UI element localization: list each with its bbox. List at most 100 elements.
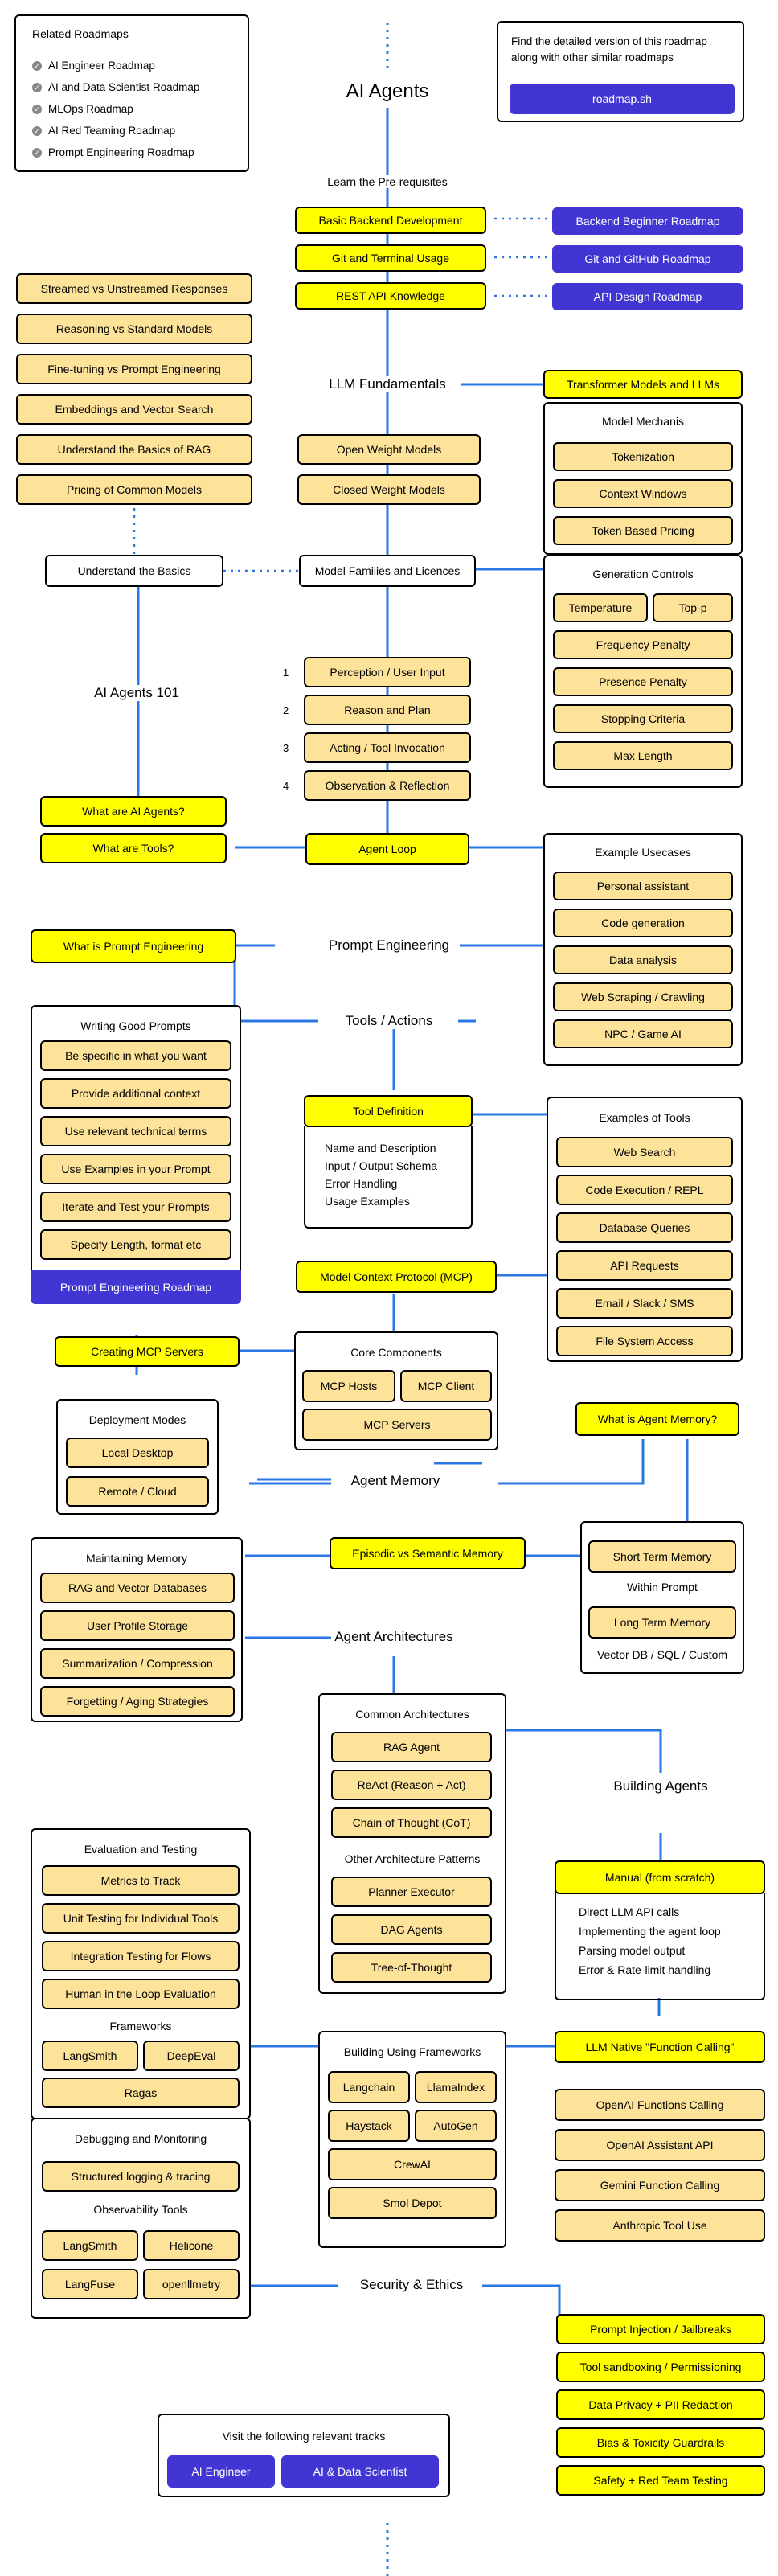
- topic-tokenization[interactable]: Tokenization: [553, 442, 733, 471]
- topic-database-queries[interactable]: Database Queries: [556, 1212, 733, 1243]
- topic-short-term-memory[interactable]: Short Term Memory: [588, 1540, 736, 1573]
- topic-agent-loop[interactable]: Agent Loop: [305, 833, 469, 865]
- topic-web-search[interactable]: Web Search: [556, 1137, 733, 1167]
- topic-function-calling[interactable]: LLM Native "Function Calling": [555, 2031, 765, 2063]
- topic-web-scraping[interactable]: Web Scraping / Crawling: [553, 982, 733, 1011]
- topic-what-ai-agents[interactable]: What are AI Agents?: [40, 796, 227, 827]
- topic-token-pricing[interactable]: Token Based Pricing: [553, 516, 733, 545]
- topic-openai-functions[interactable]: OpenAI Functions Calling: [555, 2089, 765, 2121]
- link-git-roadmap[interactable]: Git and GitHub Roadmap: [552, 245, 743, 273]
- topic-rest[interactable]: REST API Knowledge: [295, 282, 486, 310]
- topic-perception[interactable]: Perception / User Input: [304, 657, 471, 687]
- topic-specify-length[interactable]: Specify Length, format etc: [40, 1229, 231, 1260]
- topic-data-privacy[interactable]: Data Privacy + PII Redaction: [556, 2389, 765, 2420]
- topic-langsmith-obs[interactable]: LangSmith: [42, 2230, 138, 2261]
- related-roadmap-link[interactable]: ✓AI Red Teaming Roadmap: [32, 120, 199, 142]
- topic-mcp-servers[interactable]: MCP Servers: [302, 1409, 492, 1441]
- topic-metrics[interactable]: Metrics to Track: [42, 1865, 240, 1896]
- topic-gemini-function[interactable]: Gemini Function Calling: [555, 2169, 765, 2201]
- topic-forgetting[interactable]: Forgetting / Aging Strategies: [40, 1686, 235, 1717]
- topic-bias-toxicity[interactable]: Bias & Toxicity Guardrails: [556, 2427, 765, 2458]
- topic-model-families[interactable]: Model Families and Licences: [299, 555, 476, 587]
- topic-streamed[interactable]: Streamed vs Unstreamed Responses: [16, 273, 252, 304]
- topic-dag-agents[interactable]: DAG Agents: [331, 1914, 492, 1945]
- topic-react[interactable]: ReAct (Reason + Act): [331, 1770, 492, 1800]
- topic-use-examples[interactable]: Use Examples in your Prompt: [40, 1154, 231, 1184]
- topic-code-generation[interactable]: Code generation: [553, 909, 733, 937]
- topic-tree-of-thought[interactable]: Tree-of-Thought: [331, 1952, 492, 1983]
- related-roadmap-link[interactable]: ✓MLOps Roadmap: [32, 98, 199, 120]
- topic-what-tools[interactable]: What are Tools?: [40, 833, 227, 863]
- topic-transformer[interactable]: Transformer Models and LLMs: [543, 370, 743, 399]
- topic-what-agent-memory[interactable]: What is Agent Memory?: [575, 1402, 739, 1436]
- topic-structured-logging[interactable]: Structured logging & tracing: [42, 2161, 240, 2192]
- topic-reason-plan[interactable]: Reason and Plan: [304, 695, 471, 725]
- topic-rag-vector-db[interactable]: RAG and Vector Databases: [40, 1573, 235, 1603]
- topic-finetuning[interactable]: Fine-tuning vs Prompt Engineering: [16, 354, 252, 384]
- topic-prompt-injection[interactable]: Prompt Injection / Jailbreaks: [556, 2314, 765, 2344]
- topic-episodic-semantic[interactable]: Episodic vs Semantic Memory: [330, 1537, 526, 1569]
- topic-personal-assistant[interactable]: Personal assistant: [553, 872, 733, 900]
- topic-frequency-penalty[interactable]: Frequency Penalty: [553, 630, 733, 659]
- topic-email-slack-sms[interactable]: Email / Slack / SMS: [556, 1288, 733, 1319]
- related-roadmap-link[interactable]: ✓AI and Data Scientist Roadmap: [32, 76, 199, 98]
- topic-unit-testing[interactable]: Unit Testing for Individual Tools: [42, 1903, 240, 1934]
- topic-tool-definition[interactable]: Tool Definition: [304, 1095, 473, 1127]
- topic-data-analysis[interactable]: Data analysis: [553, 945, 733, 974]
- topic-openllmetry[interactable]: openllmetry: [143, 2269, 240, 2299]
- link-api-roadmap[interactable]: API Design Roadmap: [552, 283, 743, 310]
- prompt-engineering-roadmap-button[interactable]: Prompt Engineering Roadmap: [31, 1270, 241, 1304]
- topic-backend[interactable]: Basic Backend Development: [295, 207, 486, 234]
- topic-manual-scratch[interactable]: Manual (from scratch): [555, 1860, 765, 1894]
- topic-pricing[interactable]: Pricing of Common Models: [16, 474, 252, 505]
- topic-autogen[interactable]: AutoGen: [415, 2110, 497, 2142]
- topic-crewai[interactable]: CrewAI: [328, 2148, 497, 2180]
- topic-haystack[interactable]: Haystack: [328, 2110, 410, 2142]
- topic-temperature[interactable]: Temperature: [553, 593, 648, 622]
- topic-ragas[interactable]: Ragas: [42, 2078, 240, 2108]
- topic-rag-agent[interactable]: RAG Agent: [331, 1732, 492, 1762]
- topic-iterate-test[interactable]: Iterate and Test your Prompts: [40, 1192, 231, 1222]
- topic-langfuse[interactable]: LangFuse: [42, 2269, 138, 2299]
- topic-red-team[interactable]: Safety + Red Team Testing: [556, 2465, 765, 2496]
- topic-git[interactable]: Git and Terminal Usage: [295, 244, 486, 272]
- topic-embeddings[interactable]: Embeddings and Vector Search: [16, 394, 252, 425]
- related-roadmap-link[interactable]: ✓Prompt Engineering Roadmap: [32, 142, 199, 163]
- topic-top-p[interactable]: Top-p: [653, 593, 733, 622]
- ai-data-scientist-track-button[interactable]: AI & Data Scientist: [281, 2455, 439, 2488]
- topic-rag-basics[interactable]: Understand the Basics of RAG: [16, 434, 252, 465]
- topic-openai-assistant[interactable]: OpenAI Assistant API: [555, 2129, 765, 2161]
- topic-max-length[interactable]: Max Length: [553, 741, 733, 770]
- topic-api-requests[interactable]: API Requests: [556, 1250, 733, 1281]
- topic-be-specific[interactable]: Be specific in what you want: [40, 1040, 231, 1071]
- topic-reasoning[interactable]: Reasoning vs Standard Models: [16, 314, 252, 344]
- topic-mcp[interactable]: Model Context Protocol (MCP): [296, 1261, 497, 1293]
- topic-remote-cloud[interactable]: Remote / Cloud: [66, 1476, 209, 1507]
- topic-long-term-memory[interactable]: Long Term Memory: [588, 1606, 736, 1639]
- link-backend-roadmap[interactable]: Backend Beginner Roadmap: [552, 207, 743, 235]
- topic-stopping-criteria[interactable]: Stopping Criteria: [553, 704, 733, 733]
- topic-understand-basics[interactable]: Understand the Basics: [45, 555, 223, 587]
- topic-observation[interactable]: Observation & Reflection: [304, 770, 471, 801]
- topic-helicone[interactable]: Helicone: [143, 2230, 240, 2261]
- topic-smol-depot[interactable]: Smol Depot: [328, 2187, 497, 2219]
- topic-mcp-hosts[interactable]: MCP Hosts: [302, 1370, 395, 1402]
- topic-presence-penalty[interactable]: Presence Penalty: [553, 667, 733, 696]
- roadmap-sh-button[interactable]: roadmap.sh: [510, 84, 735, 114]
- topic-closed-weight[interactable]: Closed Weight Models: [297, 474, 481, 505]
- topic-llamaindex[interactable]: LlamaIndex: [415, 2071, 497, 2103]
- topic-acting[interactable]: Acting / Tool Invocation: [304, 732, 471, 763]
- topic-user-profile[interactable]: User Profile Storage: [40, 1610, 235, 1641]
- topic-mcp-client[interactable]: MCP Client: [400, 1370, 492, 1402]
- topic-cot[interactable]: Chain of Thought (CoT): [331, 1807, 492, 1838]
- topic-integration-testing[interactable]: Integration Testing for Flows: [42, 1941, 240, 1971]
- topic-human-in-loop[interactable]: Human in the Loop Evaluation: [42, 1979, 240, 2009]
- topic-open-weight[interactable]: Open Weight Models: [297, 434, 481, 465]
- topic-planner-executor[interactable]: Planner Executor: [331, 1877, 492, 1907]
- topic-additional-context[interactable]: Provide additional context: [40, 1078, 231, 1109]
- topic-creating-mcp-servers[interactable]: Creating MCP Servers: [55, 1336, 240, 1367]
- topic-file-system[interactable]: File System Access: [556, 1326, 733, 1356]
- topic-what-prompt-engineering[interactable]: What is Prompt Engineering: [31, 929, 236, 963]
- topic-langchain[interactable]: Langchain: [328, 2071, 410, 2103]
- topic-anthropic-tools[interactable]: Anthropic Tool Use: [555, 2209, 765, 2242]
